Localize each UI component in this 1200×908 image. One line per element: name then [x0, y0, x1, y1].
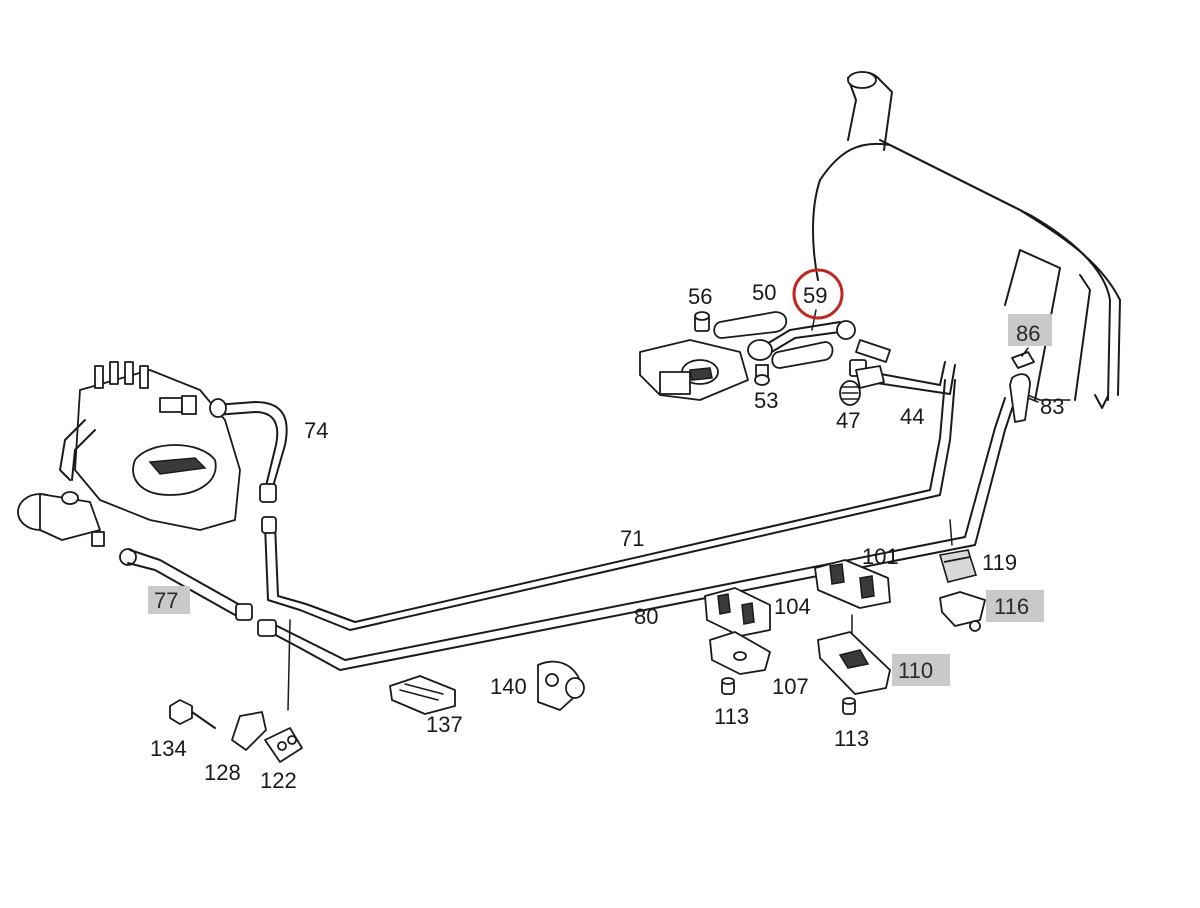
label-107: 107 — [772, 674, 809, 699]
part-140 — [537, 660, 585, 711]
label-44: 44 — [900, 404, 924, 429]
part-137 — [389, 675, 456, 715]
highlight-86 — [1008, 314, 1052, 346]
label-110: 110 — [898, 658, 933, 683]
label-104: 104 — [774, 594, 811, 619]
circle-mark-59 — [792, 268, 844, 320]
label-86: 86 — [1016, 321, 1040, 346]
label-140: 140 — [490, 674, 527, 699]
fuel-lines-71-80 — [264, 361, 1016, 711]
part-122 — [264, 727, 303, 763]
part-113-fasteners — [721, 677, 856, 715]
line-59 — [759, 320, 856, 357]
label-137: 137 — [426, 712, 463, 737]
part-44 — [855, 339, 891, 389]
part-53 — [747, 339, 834, 386]
label-71: 71 — [620, 526, 644, 551]
label-53: 53 — [754, 388, 778, 413]
part-116 — [939, 591, 986, 632]
highlight-116 — [986, 590, 1044, 622]
label-59: 59 — [803, 283, 827, 308]
label-128: 128 — [204, 760, 241, 785]
label-119: 119 — [982, 550, 1017, 575]
label-47: 47 — [836, 408, 860, 433]
hose-50 — [713, 311, 788, 339]
part-101 — [814, 559, 891, 609]
part-107 — [709, 631, 771, 675]
label-50: 50 — [752, 280, 776, 305]
fuel-line-74 — [209, 398, 288, 503]
part-128 — [231, 711, 267, 751]
label-134: 134 — [150, 736, 187, 761]
label-83: 83 — [1040, 394, 1064, 419]
part-104 — [704, 587, 771, 637]
label-116: 116 — [994, 594, 1029, 619]
highlight-110 — [892, 654, 950, 686]
label-101: 101 — [862, 544, 899, 569]
part-134 — [169, 699, 216, 729]
label-113a: 113 — [714, 704, 749, 729]
fuel-distributor-assembly — [17, 361, 241, 547]
pump-assembly — [639, 339, 749, 401]
label-122: 122 — [260, 768, 297, 793]
label-113b: 113 — [834, 726, 869, 751]
highlight-77 — [148, 586, 190, 614]
label-80: 80 — [634, 604, 658, 629]
part-110 — [817, 631, 891, 695]
part-119 — [938, 549, 978, 583]
label-56: 56 — [688, 284, 712, 309]
label-77: 77 — [154, 588, 178, 613]
leader-lines — [811, 309, 1039, 403]
part-56 — [694, 311, 710, 332]
part-86-83 — [1009, 351, 1035, 423]
fuel-line-77 — [119, 516, 277, 637]
fuel-tank — [812, 71, 1121, 409]
part-labels: 56 50 59 86 53 47 44 83 74 71 101 119 77… — [150, 280, 1064, 793]
label-74: 74 — [304, 418, 328, 443]
